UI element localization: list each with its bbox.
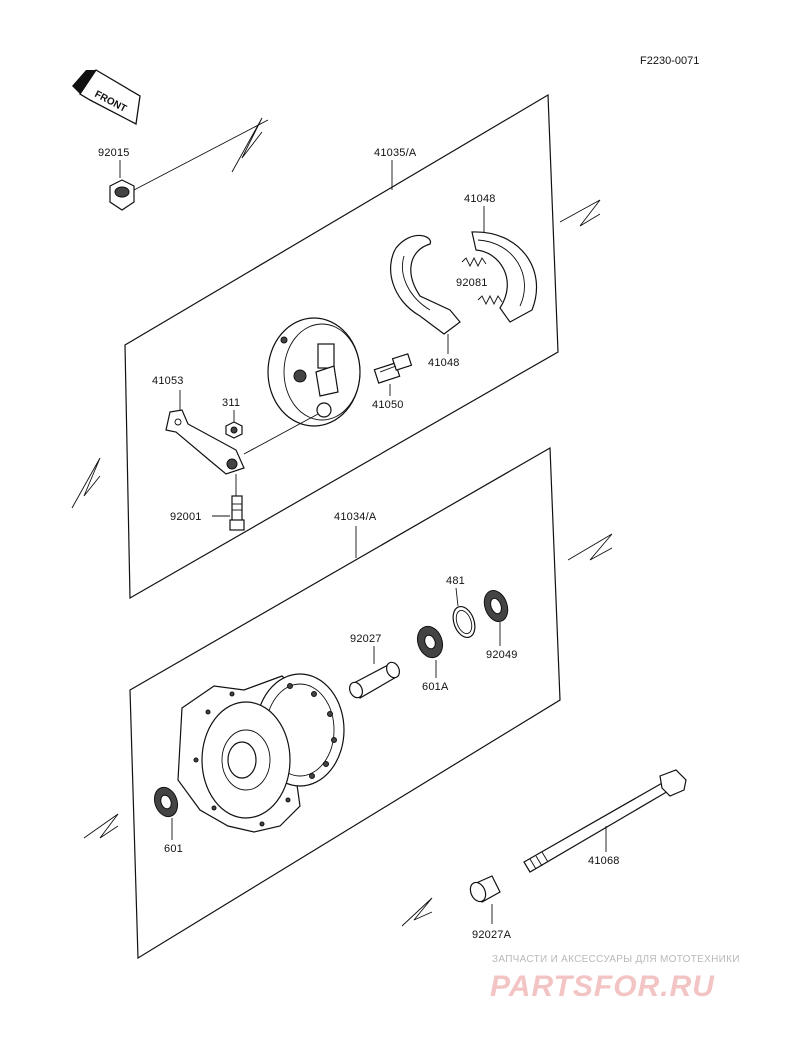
part-cam-shaft-41050 bbox=[373, 353, 413, 384]
part-nut-92015 bbox=[109, 179, 135, 211]
part-label-41035a: 41035/A bbox=[374, 147, 417, 159]
part-label-311: 311 bbox=[222, 397, 240, 409]
leader-lever-axis bbox=[243, 413, 319, 455]
part-brake-panel bbox=[267, 317, 361, 427]
part-label-41048-top: 41048 bbox=[464, 193, 496, 205]
lower-panel-frame bbox=[129, 446, 561, 960]
part-label-92027a: 92027A bbox=[472, 929, 512, 941]
part-label-92001: 92001 bbox=[170, 511, 202, 523]
part-label-41053: 41053 bbox=[152, 375, 184, 387]
watermark-tagline: ЗАПЧАСТИ И АКСЕССУАРЫ ДЛЯ МОТОТЕХНИКИ bbox=[492, 954, 740, 965]
part-wheel-hub bbox=[177, 673, 345, 833]
part-bearing-601a bbox=[416, 625, 444, 659]
upper-panel-frame bbox=[124, 93, 559, 600]
leader-92015-axis bbox=[133, 119, 269, 191]
part-label-92049: 92049 bbox=[486, 649, 518, 661]
part-label-601: 601 bbox=[164, 843, 183, 855]
part-spacer-92027 bbox=[348, 661, 401, 699]
watermark-logo: PARTSFOR.RU bbox=[490, 970, 715, 1003]
part-bolt-92001 bbox=[229, 495, 245, 531]
part-brake-shoe-rear bbox=[471, 231, 538, 323]
part-label-601a: 601A bbox=[422, 681, 449, 693]
part-nut-311 bbox=[225, 421, 243, 439]
part-label-92081: 92081 bbox=[456, 277, 488, 289]
part-brake-lever-41053 bbox=[165, 409, 245, 475]
part-brake-shoe-front bbox=[390, 234, 461, 335]
break-marks bbox=[71, 117, 613, 927]
part-label-41034a: 41034/A bbox=[334, 511, 377, 523]
part-axle-41068 bbox=[523, 769, 687, 873]
part-label-41048-bottom: 41048 bbox=[428, 357, 460, 369]
figure-code: F2230-0071 bbox=[640, 55, 699, 67]
part-springs-92081 bbox=[461, 256, 503, 306]
part-label-41050: 41050 bbox=[372, 399, 404, 411]
part-label-41068: 41068 bbox=[588, 855, 620, 867]
part-circlip-481 bbox=[452, 605, 476, 639]
front-arrow-icon: FRONT bbox=[72, 69, 141, 126]
part-oil-seal-92049 bbox=[483, 590, 509, 622]
leader-481 bbox=[455, 587, 459, 607]
part-label-92027: 92027 bbox=[350, 633, 382, 645]
part-bearing-601 bbox=[153, 786, 179, 818]
part-label-481: 481 bbox=[446, 575, 465, 587]
part-collar-92027a bbox=[469, 875, 501, 903]
part-label-92015: 92015 bbox=[98, 147, 130, 159]
